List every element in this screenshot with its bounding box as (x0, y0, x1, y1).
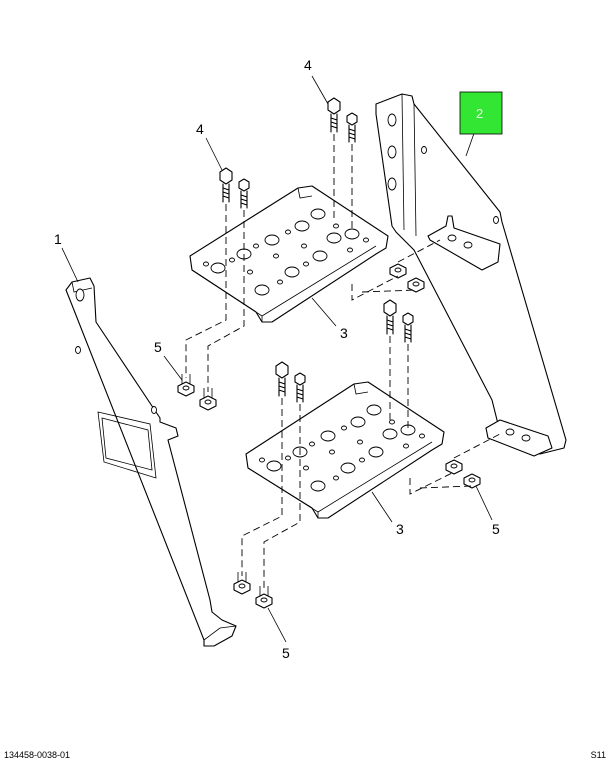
callout-labels: 1 2 3 3 4 4 5 5 5 (54, 57, 503, 661)
upper-step[interactable] (189, 185, 389, 323)
left-bracket[interactable] (65, 277, 237, 647)
callout-3-upper: 3 (340, 325, 348, 341)
callout-5-right: 5 (492, 521, 500, 537)
callout-2-highlight (459, 91, 503, 135)
callout-2: 2 (476, 106, 483, 121)
callout-4-left: 4 (196, 121, 204, 137)
footer-right-code: S11 (590, 750, 606, 760)
assembly-lines (185, 134, 501, 590)
footer-left-code: 134458-0038-01 (4, 750, 71, 760)
callout-3-lower: 3 (396, 521, 404, 537)
bolts[interactable] (219, 97, 414, 403)
lower-step[interactable] (245, 381, 445, 519)
clip-nuts[interactable] (177, 263, 481, 609)
callout-1: 1 (54, 231, 62, 247)
callout-5-bottom: 5 (282, 645, 290, 661)
callout-4-right: 4 (304, 57, 312, 73)
callout-5-left: 5 (154, 339, 162, 355)
right-bracket[interactable] (375, 93, 567, 457)
